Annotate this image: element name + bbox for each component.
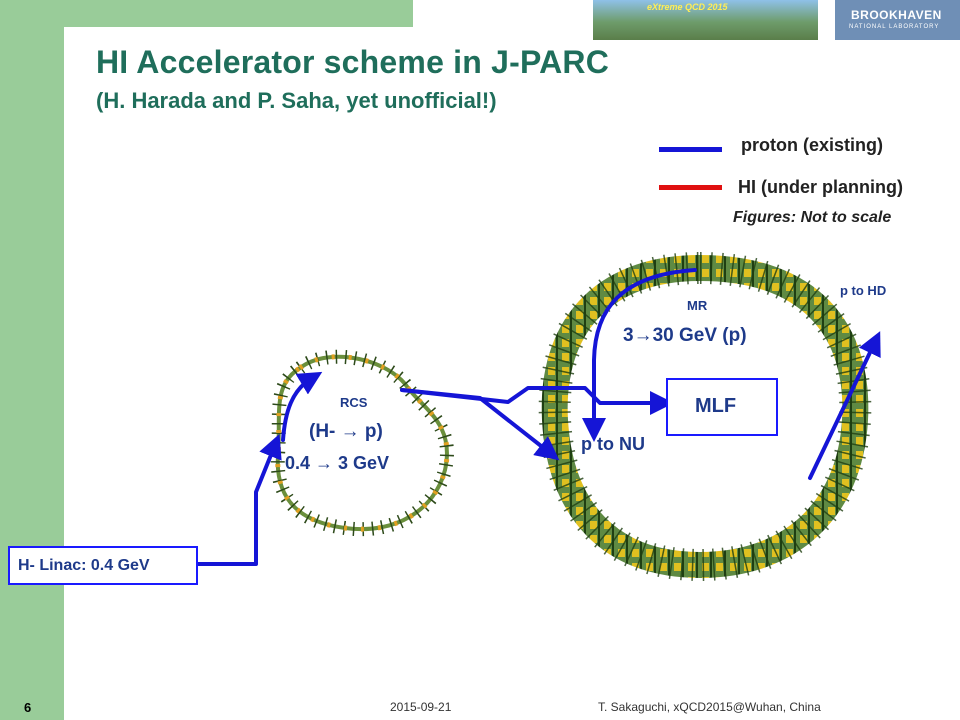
legend-proton-line bbox=[659, 147, 722, 152]
mr-ring bbox=[541, 254, 869, 579]
rcs-name-label: RCS bbox=[340, 395, 368, 410]
mr-name-label: MR bbox=[687, 298, 708, 313]
rcs-process-label: (H- → p) bbox=[309, 421, 383, 442]
lab-logo-name: BROOKHAVEN bbox=[851, 8, 942, 22]
linac-label: H- Linac: 0.4 GeV bbox=[18, 557, 150, 574]
legend-hi-label: HI (under planning) bbox=[738, 177, 903, 197]
rcs-injection-beam bbox=[281, 371, 323, 442]
slide-number: 6 bbox=[24, 700, 32, 715]
conference-banner: eXtreme QCD 2015 bbox=[593, 0, 818, 40]
linac-box bbox=[8, 546, 198, 585]
mr-to-hd-beam bbox=[808, 331, 881, 480]
left-accent-bar bbox=[0, 0, 64, 720]
slide-title: HI Accelerator scheme in J-PARC bbox=[96, 44, 610, 80]
linac-to-rcs-beam bbox=[196, 433, 282, 566]
mr-to-nu-beam bbox=[582, 268, 697, 442]
scale-note: Figures: Not to scale bbox=[733, 209, 892, 226]
mr-to-mlf-beam bbox=[400, 386, 674, 415]
mlf-label: MLF bbox=[695, 395, 737, 417]
slide-subtitle: (H. Harada and P. Saha, yet unofficial!) bbox=[96, 88, 497, 113]
legend-hi-line bbox=[659, 185, 722, 190]
mr-energy-label: 3→30 GeV (p) bbox=[623, 325, 747, 346]
legend-proton-label: proton (existing) bbox=[741, 135, 883, 155]
top-accent-bar bbox=[0, 0, 413, 27]
mlf-box bbox=[666, 378, 778, 436]
footer-date: 2015-09-21 bbox=[390, 700, 452, 714]
lab-logo-subname: NATIONAL LABORATORY bbox=[849, 24, 940, 30]
hd-label: p to HD bbox=[840, 283, 887, 298]
rcs-energy-label: 0.4 → 3 GeV bbox=[285, 453, 390, 473]
nu-label: p to NU bbox=[581, 434, 645, 454]
lab-logo: BROOKHAVEN NATIONAL LABORATORY bbox=[835, 0, 960, 40]
banner-title: eXtreme QCD 2015 bbox=[647, 2, 728, 12]
footer-author: T. Sakaguchi, xQCD2015@Wuhan, China bbox=[598, 700, 821, 714]
